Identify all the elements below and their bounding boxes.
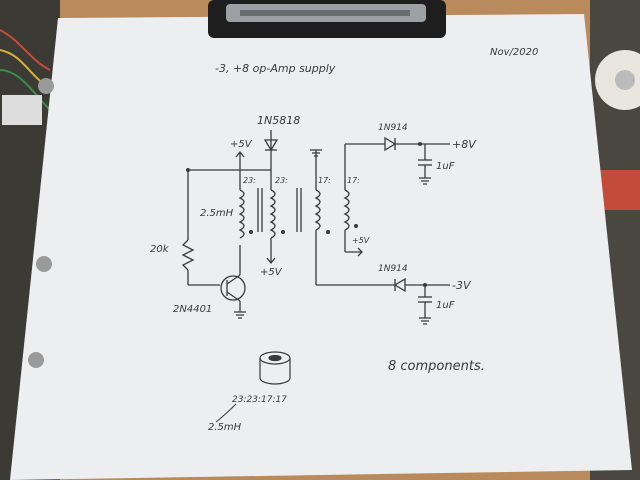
ground-symbol	[310, 149, 322, 157]
coil-secondary-1	[314, 189, 321, 231]
winding-4-label: 17:	[347, 176, 360, 185]
phase-dot	[326, 230, 330, 234]
winding-2-label: 23:	[275, 176, 288, 185]
out-pos-label: +8V	[452, 138, 477, 151]
resistor-label: 20k	[150, 244, 170, 255]
inductance-label: 2.5mH	[200, 208, 234, 219]
clipboard-clip	[208, 0, 446, 38]
diode-1n914-pos-symbol	[384, 136, 397, 152]
components-note: 8 components.	[388, 359, 485, 374]
junction-dot	[186, 168, 190, 172]
resistor-20k-symbol	[181, 239, 195, 271]
rail-in-left-label: +5V	[230, 139, 253, 150]
winding-3-label: 17:	[318, 176, 331, 185]
rail-in-bottom-label: +5V	[260, 267, 283, 278]
junction-dot	[423, 283, 427, 287]
coil-secondary-2	[343, 189, 350, 231]
rail-mid-label: +5V	[352, 236, 370, 245]
date-label: Nov/2020	[490, 47, 538, 58]
sheet-title: -3, +8 op-Amp supply	[215, 62, 336, 75]
toroid-ratio-label: 23:23:17:17	[232, 395, 287, 405]
right-spools	[595, 50, 640, 210]
diode-pos-label: 1N914	[378, 123, 408, 133]
diode-neg-label: 1N914	[378, 264, 408, 274]
coil-primary-1	[238, 189, 245, 239]
ground-symbol	[419, 317, 431, 325]
diode-1n5818-symbol	[263, 139, 279, 152]
phase-dot	[281, 230, 285, 234]
arrow-icon	[357, 247, 363, 257]
ground-symbol	[234, 311, 246, 319]
winding-1-label: 23:	[243, 176, 256, 185]
cap-neg-label: 1uF	[436, 300, 455, 311]
toroid-inductance-label: 2.5mH	[208, 422, 242, 433]
transistor-2n4401-symbol	[220, 275, 246, 301]
phase-dot	[354, 224, 358, 228]
ground-symbol	[419, 177, 431, 185]
left-wires	[0, 29, 56, 125]
toroid-sketch	[259, 351, 291, 385]
cap-pos-label: 1uF	[436, 161, 455, 172]
arrow-down-icon	[266, 257, 276, 265]
paper-sheet	[10, 14, 632, 480]
transistor-label: 2N4401	[173, 304, 212, 315]
punch-hole	[38, 78, 54, 94]
pointer-line	[215, 403, 237, 423]
coil-primary-2	[269, 189, 276, 239]
phase-dot	[249, 230, 253, 234]
punch-hole	[28, 352, 44, 368]
out-neg-label: -3V	[452, 279, 472, 292]
diode-in-label: 1N5818	[257, 114, 300, 127]
arrow-up-icon	[235, 150, 245, 158]
punch-hole	[36, 256, 52, 272]
schematic	[181, 130, 450, 325]
junction-dot	[418, 142, 422, 146]
